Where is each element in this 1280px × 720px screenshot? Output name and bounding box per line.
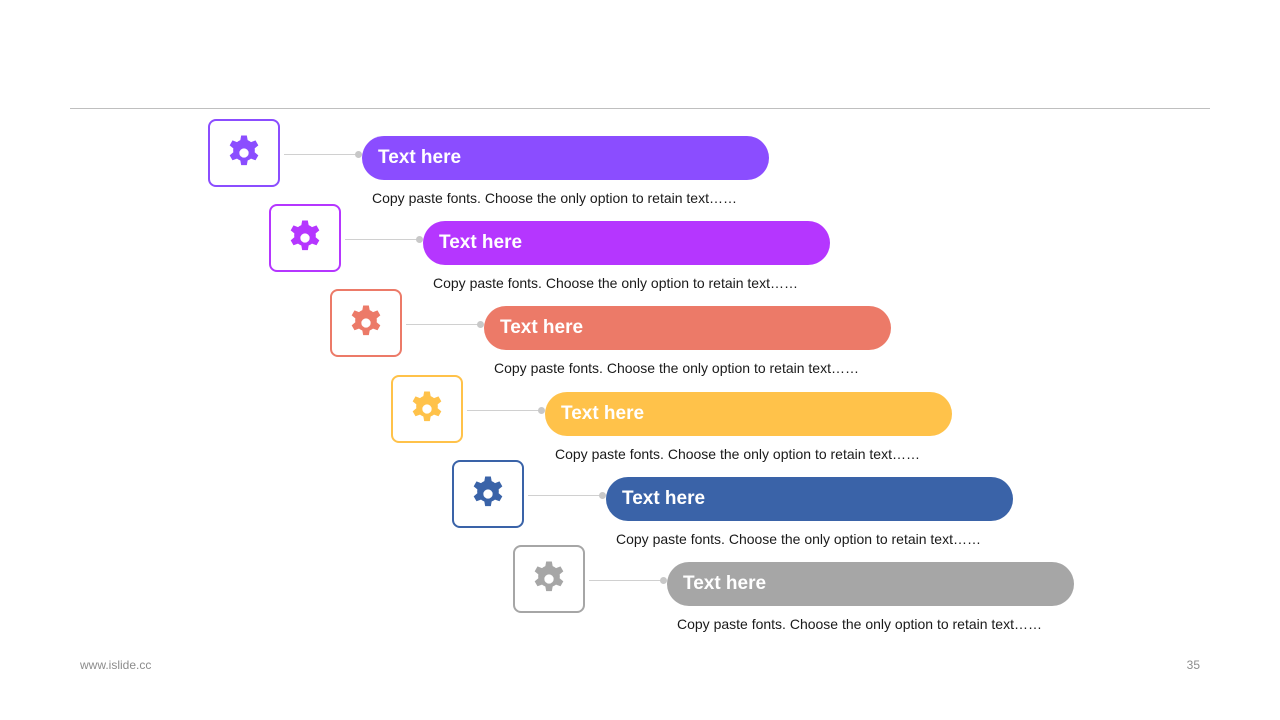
connector-dot xyxy=(477,321,484,329)
connector-dot xyxy=(355,151,362,158)
gear-icon xyxy=(473,476,503,506)
connector-line xyxy=(589,580,663,581)
step-description: Copy paste fonts. Choose the only option… xyxy=(372,190,737,206)
step-title: Text here xyxy=(667,562,1074,606)
step-description: Copy paste fonts. Choose the only option… xyxy=(494,360,859,377)
connector-line xyxy=(467,409,541,411)
icon-box xyxy=(452,459,524,528)
footer-website: www.islide.cc xyxy=(80,658,152,672)
step-description: Copy paste fonts. Choose the only option… xyxy=(616,530,981,547)
step-title: Text here xyxy=(484,306,891,351)
connector-line xyxy=(284,154,358,155)
connector-dot xyxy=(599,491,606,499)
icon-box xyxy=(391,374,463,443)
connector-dot xyxy=(416,236,423,244)
step-description: Copy paste fonts. Choose the only option… xyxy=(433,275,798,292)
step-description: Copy paste fonts. Choose the only option… xyxy=(677,616,1042,632)
icon-box xyxy=(208,119,280,187)
connector-dot xyxy=(660,577,667,584)
step-description: Copy paste fonts. Choose the only option… xyxy=(555,445,920,462)
step-title: Text here xyxy=(423,221,830,266)
top-divider xyxy=(70,108,1210,109)
gear-icon xyxy=(229,135,259,166)
gear-icon xyxy=(351,305,381,336)
step-title: Text here xyxy=(606,476,1013,521)
connector-line xyxy=(528,494,602,496)
gear-icon xyxy=(290,220,320,251)
step-title: Text here xyxy=(362,136,769,180)
icon-box xyxy=(513,545,585,613)
gear-icon xyxy=(412,391,442,421)
icon-box xyxy=(269,204,341,273)
step-title: Text here xyxy=(545,391,952,436)
gear-icon xyxy=(534,561,564,592)
connector-line xyxy=(345,239,419,241)
icon-box xyxy=(330,289,402,358)
page-number: 35 xyxy=(1186,658,1200,672)
connector-line xyxy=(406,324,480,326)
connector-dot xyxy=(538,406,545,414)
